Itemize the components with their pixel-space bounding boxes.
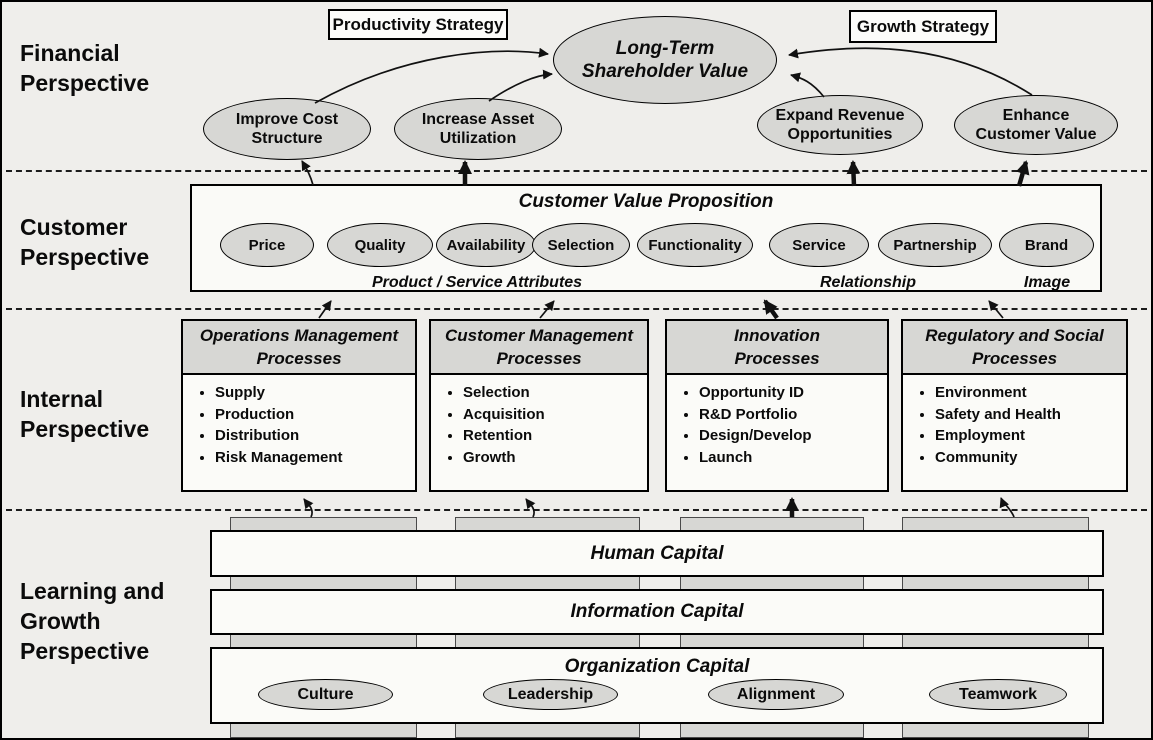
regulatory-social-processes-box: Regulatory and Social Processes Environm… bbox=[901, 319, 1128, 492]
divider-internal-learning bbox=[6, 509, 1147, 511]
capital-tab bbox=[455, 723, 640, 738]
arrow-enhance-value-to-shareholder-value bbox=[788, 47, 1033, 96]
customer-management-processes-title: Customer Management Processes bbox=[431, 321, 647, 375]
operations-management-processes-box: Operations Management Processes Supply P… bbox=[181, 319, 417, 492]
customer-management-processes-box: Customer Management Processes Selection … bbox=[429, 319, 649, 492]
list-item: Production bbox=[215, 404, 415, 426]
list-item: Opportunity ID bbox=[699, 382, 887, 404]
divider-financial-customer bbox=[6, 170, 1147, 172]
enhance-customer-value-oval: Enhance Customer Value bbox=[954, 95, 1118, 155]
arrow-asset-utilization-to-shareholder-value bbox=[488, 69, 553, 102]
increase-asset-utilization-oval: Increase Asset Utilization bbox=[394, 98, 562, 160]
service-oval: Service bbox=[769, 223, 869, 267]
innovation-items: Opportunity ID R&D Portfolio Design/Deve… bbox=[667, 382, 887, 468]
list-item: Selection bbox=[463, 382, 647, 404]
arrow-expand-revenue-to-shareholder-value bbox=[790, 72, 825, 98]
financial-perspective-label: Financial Perspective bbox=[20, 40, 150, 96]
culture-oval: Culture bbox=[258, 679, 393, 710]
list-item: Design/Develop bbox=[699, 425, 887, 447]
internal-perspective-label: Internal Perspective bbox=[20, 386, 150, 442]
customer-management-items: Selection Acquisition Retention Growth bbox=[431, 382, 647, 468]
arrow-capital-to-operations bbox=[303, 498, 314, 518]
list-item: Growth bbox=[463, 447, 647, 469]
learning-growth-perspective-label: Learning and Growth Perspective bbox=[20, 578, 165, 664]
human-capital-title: Human Capital bbox=[590, 543, 724, 564]
list-item: Supply bbox=[215, 382, 415, 404]
selection-oval: Selection bbox=[532, 223, 630, 267]
teamwork-oval: Teamwork bbox=[929, 679, 1067, 710]
alignment-oval: Alignment bbox=[708, 679, 844, 710]
list-item: Community bbox=[935, 447, 1126, 469]
partnership-oval: Partnership bbox=[878, 223, 992, 267]
list-item: Environment bbox=[935, 382, 1126, 404]
arrow-capital-to-regulatory bbox=[999, 497, 1015, 518]
improve-cost-structure-oval: Improve Cost Structure bbox=[203, 98, 371, 160]
arrow-capital-to-customer-mgmt bbox=[525, 498, 536, 518]
capital-tab bbox=[230, 723, 417, 738]
regulatory-social-items: Environment Safety and Health Employment… bbox=[903, 382, 1126, 468]
capital-tab bbox=[902, 723, 1089, 738]
divider-customer-internal bbox=[6, 308, 1147, 310]
list-item: Employment bbox=[935, 425, 1126, 447]
product-service-attributes-label: Product / Service Attributes bbox=[371, 274, 583, 291]
operations-management-items: Supply Production Distribution Risk Mana… bbox=[183, 382, 415, 468]
growth-strategy-box: Growth Strategy bbox=[849, 10, 997, 43]
list-item: Safety and Health bbox=[935, 404, 1126, 426]
price-oval: Price bbox=[220, 223, 314, 267]
operations-management-processes-title: Operations Management Processes bbox=[183, 321, 415, 375]
functionality-oval: Functionality bbox=[637, 223, 753, 267]
list-item: Acquisition bbox=[463, 404, 647, 426]
relationship-label: Relationship bbox=[819, 274, 916, 291]
information-capital-title: Information Capital bbox=[570, 601, 744, 622]
arrow-improve-cost-to-shareholder-value bbox=[314, 47, 549, 104]
list-item: Retention bbox=[463, 425, 647, 447]
information-capital-bar: Information Capital bbox=[210, 589, 1104, 635]
image-label: Image bbox=[1023, 274, 1071, 291]
list-item: Risk Management bbox=[215, 447, 415, 469]
capital-tab bbox=[680, 723, 864, 738]
arrow-customer-to-enhance-value bbox=[1015, 160, 1030, 187]
list-item: Launch bbox=[699, 447, 887, 469]
list-item: R&D Portfolio bbox=[699, 404, 887, 426]
list-item: Distribution bbox=[215, 425, 415, 447]
customer-perspective-label: Customer Perspective bbox=[20, 214, 150, 270]
quality-oval: Quality bbox=[327, 223, 433, 267]
arrow-customer-to-expand-revenue bbox=[846, 160, 861, 187]
customer-value-proposition-title: Customer Value Proposition bbox=[518, 191, 774, 212]
regulatory-social-processes-title: Regulatory and Social Processes bbox=[903, 321, 1126, 375]
arrow-customer-to-improve-cost bbox=[301, 160, 314, 186]
productivity-strategy-box: Productivity Strategy bbox=[328, 9, 508, 40]
organization-capital-title: Organization Capital bbox=[564, 656, 750, 677]
innovation-processes-box: Innovation Processes Opportunity ID R&D … bbox=[665, 319, 889, 492]
long-term-shareholder-value-oval: Long-Term Shareholder Value bbox=[553, 16, 777, 104]
human-capital-bar: Human Capital bbox=[210, 530, 1104, 577]
innovation-processes-title: Innovation Processes bbox=[667, 321, 887, 375]
brand-oval: Brand bbox=[999, 223, 1094, 267]
leadership-oval: Leadership bbox=[483, 679, 618, 710]
expand-revenue-opportunities-oval: Expand Revenue Opportunities bbox=[757, 95, 923, 155]
availability-oval: Availability bbox=[436, 223, 536, 267]
